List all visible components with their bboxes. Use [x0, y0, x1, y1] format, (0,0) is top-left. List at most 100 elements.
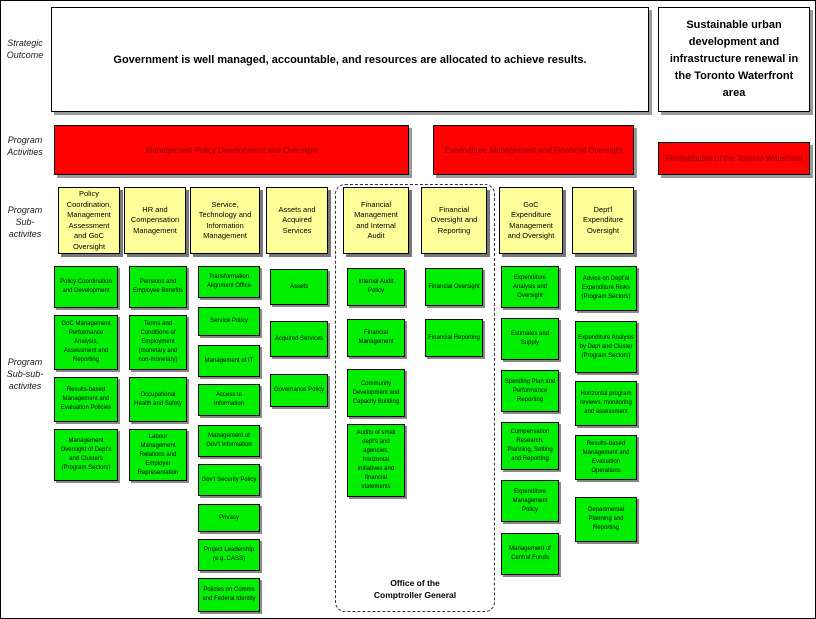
- sub-sub-activity-c8-1: Expenditure Analysis by Dept and Cluster…: [575, 321, 637, 373]
- sub-sub-activity-c5-3-label: Audits of small dept's and agencies, hor…: [356, 430, 396, 490]
- sub-sub-activity-c2-3: Labour Management Relations and Employer…: [129, 429, 187, 481]
- sub-sub-activity-c1-0-label: Policy Coordination and Development: [60, 279, 112, 294]
- sub-sub-activity-c5-0: Internal Audit Policy: [347, 268, 405, 306]
- sub-sub-activity-c4-0: Assets: [270, 269, 328, 305]
- sub-sub-activity-c6-0-label: Financial Oversight: [428, 283, 480, 290]
- sub-sub-activity-c5-1-label: Financial Management: [358, 330, 394, 345]
- sub-sub-activity-c1-2: Results-based Management and Evaluation …: [54, 377, 118, 422]
- sub-sub-activity-c8-0: Advice on Dept'al Expenditure Risks (Pro…: [575, 266, 637, 311]
- sub-sub-activity-c4-1-label: Acquired Services: [274, 335, 324, 342]
- sub-activity-assets-acquired: Assets and Acquired Services: [266, 187, 328, 254]
- sub-sub-activity-c3-3-label: Access to Information: [213, 392, 244, 407]
- sub-sub-activity-c5-3: Audits of small dept's and agencies, hor…: [347, 424, 405, 497]
- sub-sub-activity-c3-6-label: Privacy: [219, 514, 239, 521]
- sub-sub-activity-c2-0: Pensions and Employee Benefits: [129, 266, 187, 308]
- sub-activity-policy-coordination-label: Policy Coordination, Management Assessme…: [66, 189, 112, 251]
- sub-sub-activity-c1-3: Management Oversight of Dept's and Clust…: [54, 429, 118, 481]
- sub-sub-activity-c8-4-label: Departmental Planning and Reporting: [587, 507, 625, 531]
- sub-activity-deptl-expenditure: Dept'l Expenditure Oversight: [572, 187, 634, 254]
- sub-activity-financial-mgmt-internal-audit-label: Financial Management and Internal Audit: [354, 199, 398, 241]
- sub-sub-activity-c2-1-label: Terms and Conditions of Employment (mone…: [138, 321, 178, 363]
- sub-sub-activity-c2-1: Terms and Conditions of Employment (mone…: [129, 315, 187, 370]
- sub-sub-activity-c5-1: Financial Management: [347, 319, 405, 357]
- sub-activity-goc-expenditure-label: GoC Expenditure Management and Oversight: [507, 199, 555, 241]
- sub-sub-activity-c7-2-label: Spending Plan and Performance Reporting: [504, 378, 556, 403]
- sub-activity-policy-coordination: Policy Coordination, Management Assessme…: [58, 187, 120, 254]
- sub-sub-activity-c3-3: Access to Information: [198, 384, 260, 416]
- sub-sub-activity-c3-8: Policies on Comms and Federal Identity: [198, 578, 260, 612]
- sub-sub-activity-c3-7-label: Project Leadership (e.g. CASS): [203, 547, 255, 562]
- program-activity-management-policy-label: Management Policy Development and Oversi…: [145, 145, 318, 155]
- sub-sub-activity-c1-1-label: GoC Management Performance Analysis, Ass…: [61, 321, 111, 363]
- strategic-outcome-waterfront-text: Sustainable urban development and infras…: [669, 19, 799, 99]
- sub-sub-activity-c7-4: Expenditure Management Policy: [501, 480, 559, 522]
- program-activity-waterfront-revitalization-label: Revitalization of the Toronto Waterfront: [665, 154, 803, 163]
- sub-sub-activity-c8-4: Departmental Planning and Reporting: [575, 497, 637, 542]
- sub-sub-activity-c8-3: Results-based Management and Evaluation …: [575, 435, 637, 480]
- sub-sub-activity-c5-2-label: Community Development and Capacity Build…: [352, 380, 400, 405]
- strategic-outcome-government-text: Government is well managed, accountable,…: [113, 53, 587, 66]
- sub-sub-activity-c8-0-label: Advice on Dept'al Expenditure Risks (Pro…: [581, 276, 631, 300]
- sub-sub-activity-c7-0-label: Expenditure Analysis and Oversight: [512, 274, 548, 299]
- sub-activity-hr-compensation: HR and Compensation Management: [124, 187, 186, 254]
- sub-sub-activity-c2-3-label: Labour Management Relations and Employer…: [137, 433, 179, 476]
- sub-sub-activity-c4-2: Governance Policy: [270, 374, 328, 407]
- sub-sub-activity-c8-1-label: Expenditure Analysis by Dept and Cluster…: [578, 334, 634, 359]
- sub-activity-financial-mgmt-internal-audit: Financial Management and Internal Audit: [343, 187, 409, 254]
- program-activity-waterfront-revitalization: Revitalization of the Toronto Waterfront: [658, 142, 810, 175]
- sub-activity-service-technology: Service, Technology and Information Mana…: [190, 187, 260, 254]
- sub-activity-hr-compensation-label: HR and Compensation Management: [130, 204, 180, 235]
- sub-sub-activity-c8-2: Horizontal program reviews, monitoring a…: [575, 381, 637, 426]
- sub-sub-activity-c8-2-label: Horizontal program reviews, monitoring a…: [580, 391, 632, 415]
- sub-sub-activity-c3-6: Privacy: [198, 504, 260, 532]
- sub-sub-activity-c7-0: Expenditure Analysis and Oversight: [501, 266, 559, 308]
- sub-sub-activity-c5-2: Community Development and Capacity Build…: [347, 369, 405, 417]
- sub-sub-activity-c3-5-label: Gov't Security Policy: [201, 476, 257, 483]
- program-activity-expenditure-management: Expenditure Management and Financial Ove…: [433, 125, 634, 175]
- program-activity-expenditure-management-label: Expenditure Management and Financial Ove…: [444, 145, 623, 155]
- sub-sub-activity-c3-2-label: Management of IT: [204, 357, 254, 364]
- sub-activity-financial-oversight-reporting-label: Financial Oversight and Reporting: [430, 204, 478, 235]
- sub-sub-activity-c4-0-label: Assets: [289, 283, 308, 290]
- sub-sub-activity-c4-2-label: Governance Policy: [273, 387, 325, 393]
- sub-sub-activity-c5-0-label: Internal Audit Policy: [358, 279, 394, 294]
- sub-sub-activity-c3-2: Management of IT: [198, 345, 260, 377]
- sub-sub-activity-c3-4: Management of Gov't Information: [198, 425, 260, 457]
- program-activity-management-policy: Management Policy Development and Oversi…: [54, 125, 409, 175]
- sub-activity-goc-expenditure: GoC Expenditure Management and Oversight: [499, 187, 563, 254]
- sub-sub-activity-c3-8-label: Policies on Comms and Federal Identity: [202, 587, 256, 602]
- sub-sub-activity-c2-0-label: Pensions and Employee Benefits: [132, 279, 184, 294]
- sub-sub-activity-c6-1-label: Financial Reporting: [428, 334, 480, 341]
- sub-sub-activity-c3-7: Project Leadership (e.g. CASS): [198, 539, 260, 571]
- sub-sub-activity-c2-2: Occupational Health and Safety: [129, 377, 187, 422]
- sub-sub-activity-c7-3-label: Compensation Research, Planning, Setting…: [507, 429, 553, 462]
- sub-sub-activity-c7-1: Estimates and Supply: [501, 318, 559, 360]
- strategic-outcome-waterfront-box: Sustainable urban development and infras…: [658, 7, 810, 112]
- sub-activity-deptl-expenditure-label: Dept'l Expenditure Oversight: [582, 204, 624, 235]
- sub-sub-activity-c1-1: GoC Management Performance Analysis, Ass…: [54, 315, 118, 370]
- sub-sub-activity-c1-2-label: Results-based Management and Evaluation …: [60, 387, 112, 411]
- sub-sub-activity-c1-0: Policy Coordination and Development: [54, 266, 118, 308]
- sub-sub-activity-c3-1-label: Service Policy: [210, 318, 248, 324]
- sub-sub-activity-c7-3: Compensation Research, Planning, Setting…: [501, 422, 559, 470]
- sub-sub-activity-c6-1: Financial Reporting: [425, 319, 483, 357]
- sub-sub-activity-c2-2-label: Occupational Health and Safety: [134, 391, 182, 407]
- sub-activity-financial-oversight-reporting: Financial Oversight and Reporting: [421, 187, 487, 254]
- sub-sub-activity-c3-1: Service Policy: [198, 307, 260, 336]
- sub-sub-activity-c7-5: Management of Central Funds: [501, 533, 559, 575]
- sub-activity-assets-acquired-label: Assets and Acquired Services: [278, 204, 316, 235]
- sub-sub-activity-c7-1-label: Estimates and Supply: [510, 331, 550, 346]
- sub-sub-activity-c7-5-label: Management of Central Funds: [509, 546, 551, 561]
- sub-sub-activity-c3-4-label: Management of Gov't Information: [206, 433, 252, 448]
- sub-sub-activity-c1-3-label: Management Oversight of Dept's and Clust…: [60, 438, 112, 471]
- sub-sub-activity-c8-3-label: Results-based Management and Evaluation …: [582, 440, 630, 474]
- strategic-outcome-government-box: Government is well managed, accountable,…: [51, 7, 649, 112]
- sub-sub-activity-c3-0-label: Transformation Alignment Office: [207, 274, 251, 289]
- sub-sub-activity-c3-5: Gov't Security Policy: [198, 464, 260, 496]
- sub-sub-activity-c6-0: Financial Oversight: [425, 268, 483, 306]
